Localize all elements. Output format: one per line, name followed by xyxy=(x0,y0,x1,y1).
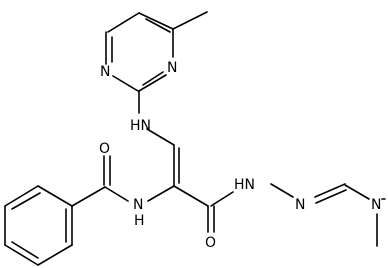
hydrazone-group xyxy=(270,183,386,247)
bond xyxy=(107,12,140,33)
bond xyxy=(71,186,106,207)
atom-label-n: N xyxy=(295,197,305,213)
atom-label-h: H xyxy=(134,213,145,229)
bond xyxy=(315,189,347,204)
atom-label-n: N xyxy=(133,197,143,213)
bond xyxy=(142,71,164,86)
bond xyxy=(173,185,209,207)
bond xyxy=(270,183,294,198)
atom-labels: N N HN O N H O HN N N xyxy=(99,60,381,251)
atom-label-hn: HN xyxy=(234,177,255,193)
atom-label-n: N xyxy=(371,197,381,213)
bond xyxy=(37,185,73,207)
atom-label-n: N xyxy=(100,64,110,80)
bond xyxy=(112,75,139,92)
benzoyl-group xyxy=(4,155,129,266)
bond xyxy=(37,244,73,266)
bond xyxy=(138,74,167,92)
bond xyxy=(314,183,346,198)
bond xyxy=(11,192,41,210)
atom-label-n: N xyxy=(167,60,177,76)
atom-label-o: O xyxy=(205,235,216,251)
bond xyxy=(4,244,39,266)
bond xyxy=(344,184,370,200)
bond xyxy=(146,128,175,146)
bond xyxy=(145,18,171,33)
bond xyxy=(138,12,174,30)
bond xyxy=(11,241,39,259)
bond xyxy=(172,11,208,30)
bond xyxy=(4,185,39,207)
bond xyxy=(104,186,129,202)
bond xyxy=(147,185,175,202)
atom-label-o: O xyxy=(99,141,110,157)
pyrimidine-ring xyxy=(105,11,208,114)
atom-label-hn: HN xyxy=(130,118,151,134)
central-chain xyxy=(146,128,234,233)
bond xyxy=(210,191,234,207)
